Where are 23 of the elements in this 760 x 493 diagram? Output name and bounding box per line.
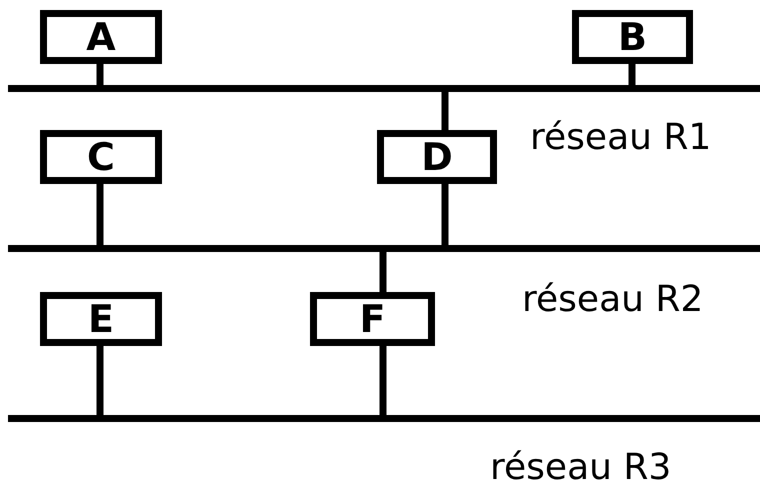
host-box: [572, 10, 693, 64]
host-box: [310, 292, 435, 346]
host-box: [377, 130, 497, 184]
host-box: [40, 130, 162, 184]
network-label: réseau R3: [490, 446, 672, 490]
connection-line: [442, 92, 448, 130]
host-box: [40, 292, 162, 346]
host-box: [40, 10, 162, 64]
host-letter: E: [88, 300, 114, 338]
host-letter: F: [360, 300, 386, 338]
connection-line: [380, 346, 386, 415]
connection-line: [96, 184, 104, 245]
host-letter: A: [86, 18, 116, 56]
connection-line: [628, 64, 636, 85]
host-letter: B: [618, 18, 647, 56]
connection-line: [96, 64, 104, 85]
network-label: réseau R2: [522, 278, 704, 322]
connection-line: [380, 252, 386, 292]
connection-line: [96, 346, 104, 415]
host-letter: C: [87, 138, 115, 176]
connection-line: [442, 184, 448, 245]
network-label: réseau R1: [530, 116, 712, 160]
host-letter: D: [421, 138, 453, 176]
